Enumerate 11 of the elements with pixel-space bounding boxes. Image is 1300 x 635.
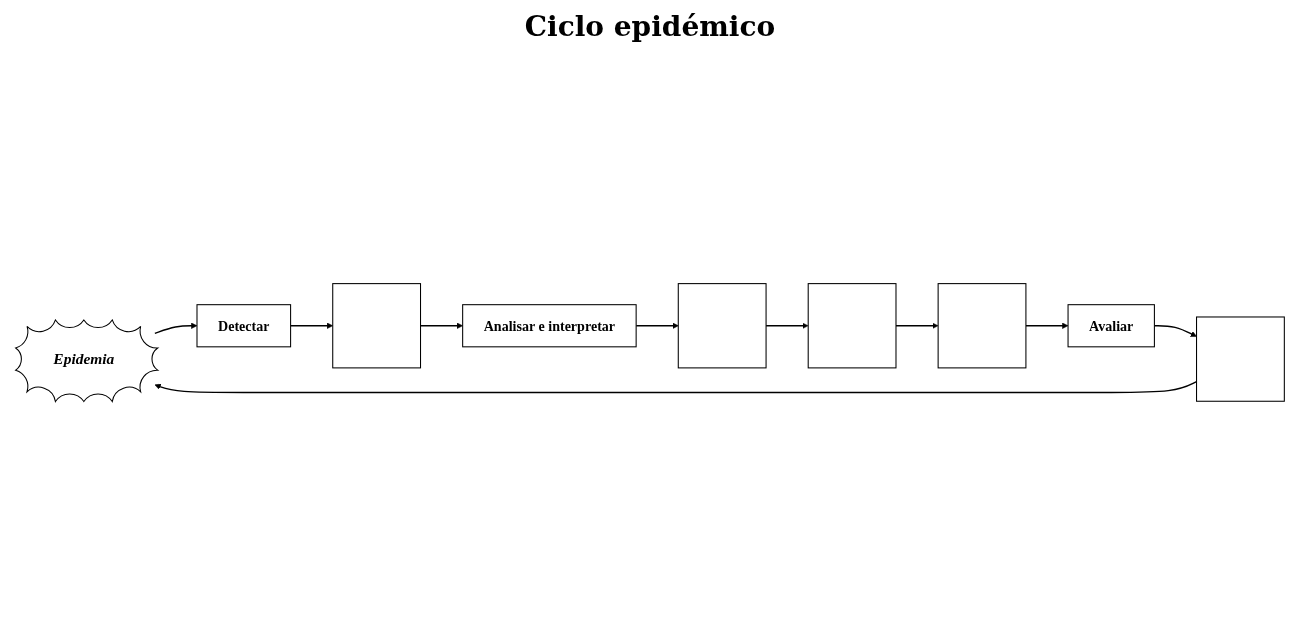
node-box: Detectar	[196, 304, 292, 348]
node-box	[677, 283, 767, 369]
node-box	[807, 283, 897, 369]
node-box: Analisar e interpretar	[462, 304, 637, 348]
node-box	[332, 283, 422, 369]
node-box	[937, 283, 1027, 369]
node-box: Avaliar	[1067, 304, 1155, 348]
arrow	[1025, 322, 1069, 329]
diagram-title: Ciclo epidémico	[523, 10, 777, 43]
node-box	[1196, 316, 1285, 402]
arrow	[895, 322, 939, 329]
